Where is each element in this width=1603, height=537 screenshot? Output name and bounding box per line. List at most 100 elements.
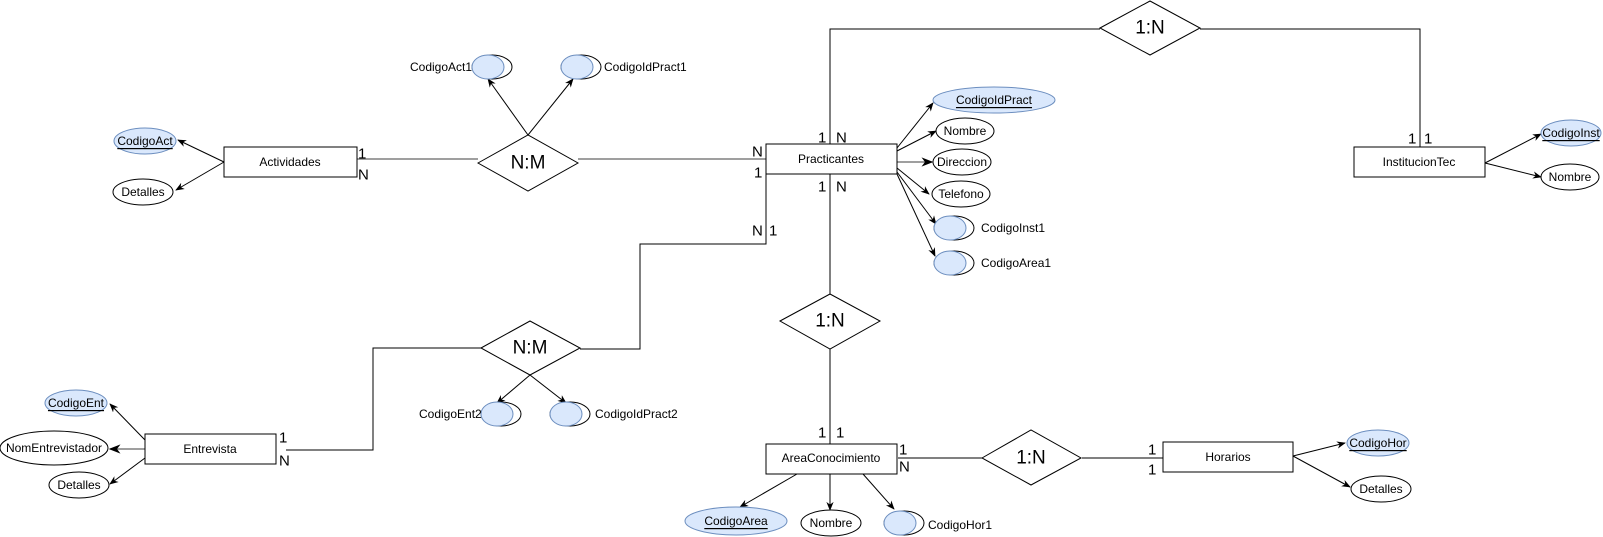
attribute-direccion[interactable]: Direccion (932, 148, 992, 176)
entity-label: Horarios (1205, 450, 1250, 464)
attribute-label: CodigoHor1 (928, 518, 992, 532)
cardinality-label: 1 (279, 430, 287, 447)
relationship-label: N:M (511, 153, 546, 174)
edge-practicantes-rel-top (829, 28, 1100, 144)
attribute-label: CodigoEnt2 (419, 407, 482, 421)
attribute-detalles-actividades[interactable]: Detalles (112, 178, 174, 206)
relationship-practicantes-area[interactable]: 1:N (778, 293, 882, 350)
attribute-nombre-area[interactable]: Nombre (800, 509, 862, 537)
attribute-arrows (108, 78, 1542, 511)
cardinality-label: 1 (1148, 442, 1156, 459)
entity-label: Actividades (259, 155, 320, 169)
entity-practicantes[interactable]: Practicantes (765, 143, 898, 175)
cardinality-label: 1 (818, 425, 826, 442)
cardinality-label: 1 (818, 179, 826, 196)
attribute-label: Nombre (944, 124, 987, 138)
cardinality-label: 1 (1408, 131, 1416, 148)
arrow-codigoinst (1484, 133, 1542, 164)
attribute-label: CodigoIdPract (956, 93, 1033, 107)
attribute-fk-codigohor1[interactable]: CodigoHor1 (883, 510, 992, 536)
edge-rel-top-institucion (1200, 28, 1421, 147)
arrow-detalles-ent (109, 457, 146, 485)
cardinality-label: N (752, 144, 763, 161)
arrow-codigoidpract2 (529, 374, 567, 404)
attribute-label: Nombre (1549, 170, 1592, 184)
attribute-label: Direccion (937, 155, 987, 169)
relationship-label: 1:N (815, 311, 845, 332)
attribute-fk-codigoact1[interactable]: CodigoAct1 (410, 54, 513, 80)
attribute-label: CodigoIdPract1 (604, 60, 687, 74)
cardinality-label: 1 (358, 146, 366, 163)
arrow-detalles-act (175, 161, 225, 191)
attribute-nombre-institucion[interactable]: Nombre (1540, 163, 1600, 191)
entity-label: AreaConocimiento (782, 451, 881, 465)
connectors (286, 28, 1421, 459)
arrow-codigohor (1292, 441, 1346, 457)
attribute-label: Telefono (938, 187, 984, 201)
attribute-telefono[interactable]: Telefono (931, 180, 991, 208)
attribute-label: CodigoAct1 (410, 60, 472, 74)
cardinality-labels: 1 N N 1 1 N 1 N N 1 1 1 1 N 1 1 1 N 1 1 (279, 130, 1432, 479)
attribute-label: CodigoIdPract2 (595, 407, 678, 421)
cardinality-label: N (752, 223, 763, 240)
arrow-codigoact (177, 139, 225, 163)
attribute-nomentrevistador[interactable]: NomEntrevistador (0, 430, 109, 466)
relationship-label: N:M (513, 338, 548, 359)
attribute-key-codigoinst[interactable]: CodigoInst (1540, 119, 1602, 147)
attribute-nombre-practicantes[interactable]: Nombre (935, 117, 995, 145)
cardinality-label: N (358, 167, 369, 184)
relationship-label: 1:N (1135, 18, 1165, 39)
attribute-key-codigoent[interactable]: CodigoEnt (44, 389, 108, 417)
cardinality-label: 1 (1424, 131, 1432, 148)
arrow-detalles-hor (1292, 455, 1351, 488)
arrow-codigoarea (739, 473, 798, 508)
relationship-actividades-practicantes[interactable]: N:M (476, 134, 580, 192)
relationship-entrevista-practicantes[interactable]: N:M (479, 320, 582, 376)
cardinality-label: 1 (818, 130, 826, 147)
arrow-codigohor1 (862, 473, 895, 510)
attribute-key-codigoidpract[interactable]: CodigoIdPract (932, 86, 1056, 114)
arrow-codigoact1 (487, 78, 529, 136)
arrow-telefono (896, 167, 930, 195)
cardinality-label: 1 (754, 165, 762, 182)
arrow-codigoent2 (496, 374, 531, 404)
cardinality-label: N (279, 453, 290, 470)
entity-entrevista[interactable]: Entrevista (144, 433, 277, 465)
attribute-fk-codigoidpract2[interactable]: CodigoIdPract2 (549, 401, 678, 427)
attribute-label: CodigoInst (1542, 126, 1600, 140)
arrow-nombre-prac (896, 130, 937, 152)
cardinality-label: N (899, 459, 910, 476)
attribute-label: CodigoAct (117, 134, 173, 148)
relationship-label: 1:N (1016, 448, 1046, 469)
attribute-label: CodigoInst1 (981, 221, 1045, 235)
attribute-key-codigoarea[interactable]: CodigoArea (684, 506, 788, 536)
entity-horarios[interactable]: Horarios (1162, 441, 1294, 473)
attribute-fk-codigoarea1[interactable]: CodigoArea1 (933, 250, 1051, 276)
attribute-fk-codigoent2[interactable]: CodigoEnt2 (419, 401, 522, 427)
edge-practicantes-nm2 (580, 174, 767, 350)
attribute-label: Detalles (57, 478, 100, 492)
attribute-fk-codigoidpract1[interactable]: CodigoIdPract1 (560, 54, 687, 80)
attribute-fk-codigoinst1[interactable]: CodigoInst1 (933, 215, 1045, 241)
entity-label: Entrevista (183, 442, 237, 456)
arrow-codigoinst1 (896, 171, 937, 225)
cardinality-label: N (836, 179, 847, 196)
attribute-label: NomEntrevistador (6, 441, 102, 455)
attribute-key-codigoact[interactable]: CodigoAct (113, 127, 177, 155)
entity-institucion-tec[interactable]: InstitucionTec (1353, 146, 1486, 178)
entity-area-conocimiento[interactable]: AreaConocimiento (765, 443, 898, 475)
attribute-label: CodigoArea (704, 514, 768, 528)
entity-label: InstitucionTec (1383, 155, 1456, 169)
attribute-label: CodigoArea1 (981, 256, 1051, 270)
attribute-detalles-horarios[interactable]: Detalles (1350, 475, 1412, 503)
relationship-area-horarios[interactable]: 1:N (980, 429, 1083, 486)
cardinality-label: 1 (769, 223, 777, 240)
relationship-practicantes-institucion[interactable]: 1:N (1098, 0, 1202, 56)
arrow-codigoidpract1 (527, 78, 574, 136)
attribute-key-codigohor[interactable]: CodigoHor (1346, 429, 1410, 457)
attribute-detalles-entrevista[interactable]: Detalles (48, 471, 110, 499)
attribute-label: Detalles (121, 185, 164, 199)
entity-actividades[interactable]: Actividades (223, 146, 358, 178)
arrow-codigoent (109, 403, 146, 441)
